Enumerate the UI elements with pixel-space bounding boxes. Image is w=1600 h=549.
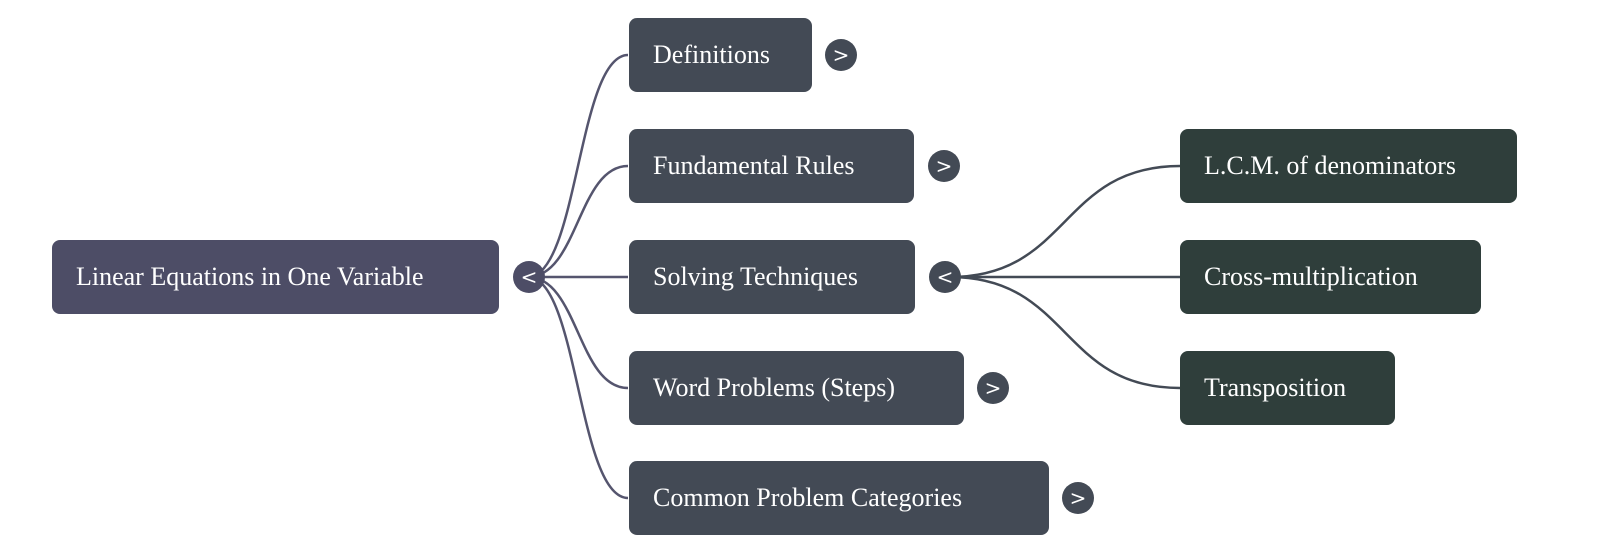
leaf-node-label: L.C.M. of denominators <box>1204 151 1457 180</box>
branch-node-common-problem-categories[interactable]: Common Problem Categories <box>629 461 1049 535</box>
branch-node-label: Definitions <box>653 40 770 69</box>
root-collapse-toggle[interactable]: < <box>513 261 545 293</box>
root-node-label: Linear Equations in One Variable <box>76 262 424 291</box>
connector-solving-lcm <box>949 164 1181 279</box>
branch-node-label: Solving Techniques <box>653 262 858 291</box>
connector-root-fundamental-rules <box>527 164 629 279</box>
branch-node-word-problems[interactable]: Word Problems (Steps) <box>629 351 964 425</box>
connector-root-word-problems <box>527 275 629 390</box>
expand-toggle-common-problem-categories[interactable]: > <box>1062 482 1094 514</box>
connector-solving-transposition <box>949 275 1181 390</box>
branch-node-label: Word Problems (Steps) <box>653 373 895 402</box>
branch-node-solving-techniques[interactable]: Solving Techniques <box>629 240 915 314</box>
branch-node-definitions[interactable]: Definitions <box>629 18 812 92</box>
branch-node-label: Common Problem Categories <box>653 483 963 512</box>
expand-toggle-word-problems[interactable]: > <box>977 372 1009 404</box>
leaf-node-cross-multiplication[interactable]: Cross-multiplication <box>1180 240 1481 314</box>
connector-root-common-problem-categories <box>527 275 629 500</box>
branch-node-label: Fundamental Rules <box>653 151 855 180</box>
expand-toggle-fundamental-rules[interactable]: > <box>928 150 960 182</box>
leaf-node-transposition[interactable]: Transposition <box>1180 351 1395 425</box>
root-node[interactable]: Linear Equations in One Variable <box>52 240 499 314</box>
branch-node-fundamental-rules[interactable]: Fundamental Rules <box>629 129 914 203</box>
leaf-node-label: Transposition <box>1204 373 1347 402</box>
leaf-node-lcm-of-denominators[interactable]: L.C.M. of denominators <box>1180 129 1517 203</box>
collapse-toggle-solving-techniques[interactable]: < <box>929 261 961 293</box>
expand-toggle-definitions[interactable]: > <box>825 39 857 71</box>
leaf-node-label: Cross-multiplication <box>1204 262 1418 291</box>
connector-root-definitions <box>527 53 629 279</box>
